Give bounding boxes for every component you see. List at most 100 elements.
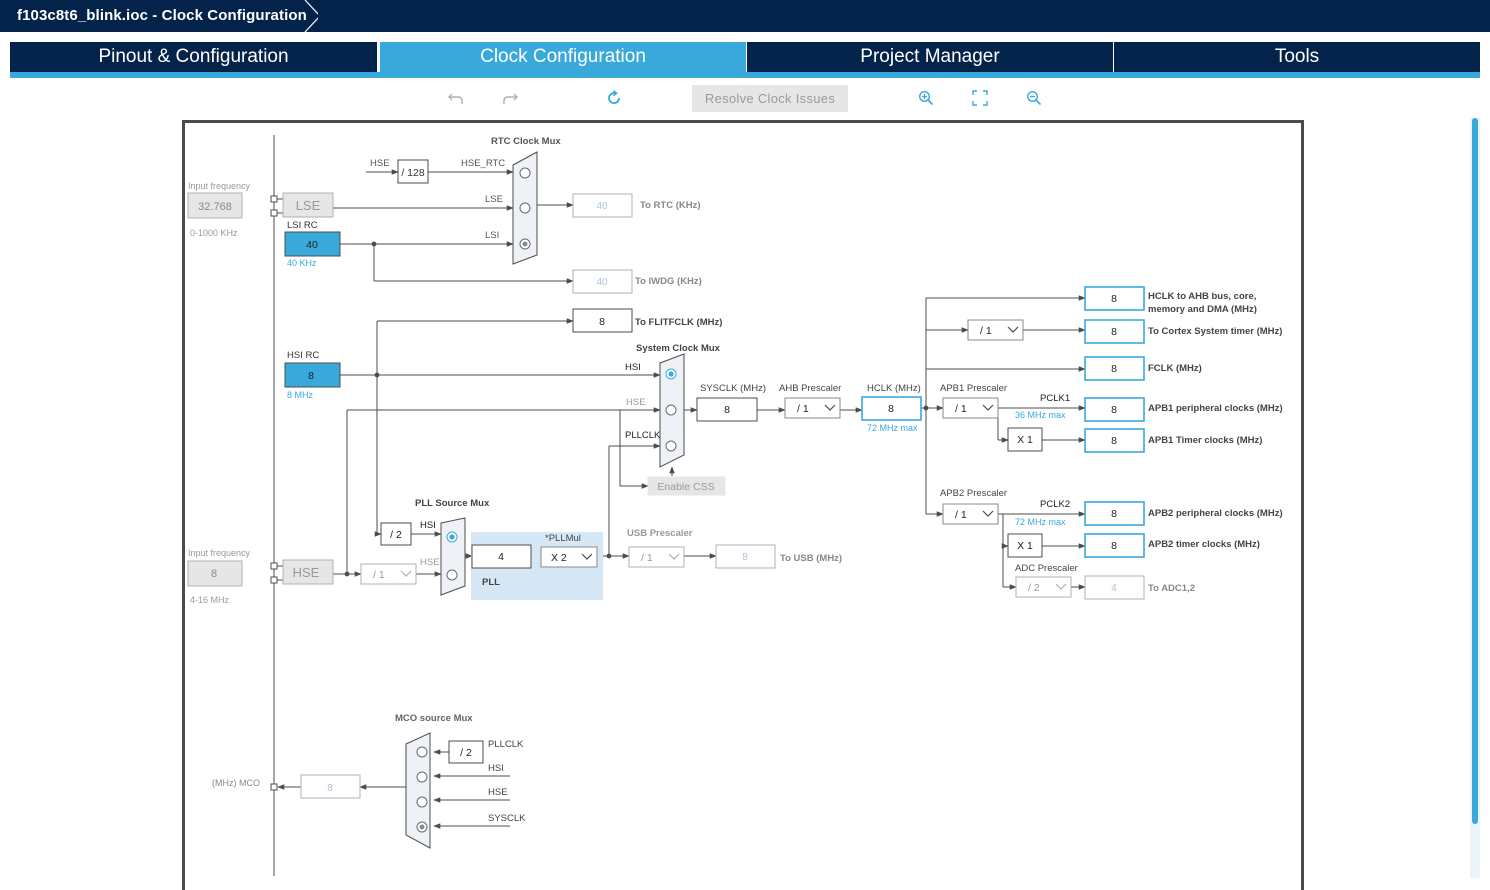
tab-project-manager[interactable]: Project Manager [747, 42, 1113, 72]
apb1-div-value[interactable]: / 1 [955, 403, 967, 415]
ahb-value[interactable]: / 1 [797, 403, 809, 415]
tab-pinout-configuration[interactable]: Pinout & Configuration [10, 42, 377, 72]
hse-box-label: HSE [293, 565, 320, 580]
chevron-down-icon [668, 553, 680, 560]
apb1-peripheral-output-box [1084, 397, 1145, 422]
pll-label: PLL [482, 577, 500, 588]
adc-div-value[interactable]: / 2 [1028, 582, 1040, 594]
usb-output-box [715, 544, 776, 569]
hse-prediv-value[interactable]: / 1 [373, 569, 385, 581]
lse-range: 0-1000 KHz [190, 228, 238, 238]
cortex-value[interactable]: 8 [1111, 326, 1117, 338]
flitfclk-output-box [572, 308, 633, 333]
cortex-timer-divider-select[interactable] [967, 319, 1024, 341]
flit-value: 8 [599, 316, 605, 328]
apb2-prescaler-select[interactable] [942, 503, 999, 525]
lse-input-value[interactable]: 32.768 [198, 201, 232, 213]
hsi-mhz: 8 MHz [287, 390, 314, 400]
pclk1-max: 36 MHz max [1015, 410, 1066, 420]
chevron-down-icon [982, 510, 994, 517]
hclk-ahb-label-1: HCLK to AHB bus, core, [1148, 291, 1256, 302]
mco-sysclk-label: SYSCLK [488, 813, 526, 824]
div128-label: / 128 [401, 167, 425, 179]
sysclk-value: 8 [724, 404, 730, 416]
tab-tools[interactable]: Tools [1114, 42, 1480, 72]
hsi-rc-label: HSI RC [287, 350, 319, 361]
redo-icon[interactable] [500, 86, 520, 110]
lse-input-frequency-box[interactable] [187, 192, 243, 219]
chevron-down-icon [824, 404, 836, 411]
ahb-title: AHB Prescaler [779, 383, 841, 394]
hse-rtc-label: HSE_RTC [461, 158, 505, 169]
usb-label: To USB (MHz) [780, 553, 842, 564]
apb1-timer-multiplier-box [1007, 427, 1043, 452]
apb1-timer-label: APB1 Timer clocks (MHz) [1148, 435, 1262, 446]
lsi-rc-box [284, 231, 341, 257]
usb-prescaler-select[interactable] [628, 546, 685, 568]
cortex-label: To Cortex System timer (MHz) [1148, 326, 1282, 337]
hse-prediv-select[interactable] [360, 563, 417, 585]
iwdg-label: To IWDG (KHz) [635, 276, 702, 287]
window-title: f103c8t6_blink.ioc - Clock Configuration [17, 7, 307, 24]
hsi-value: 8 [308, 370, 314, 382]
enable-css-label[interactable]: Enable CSS [657, 481, 714, 493]
sysclk-box[interactable] [696, 397, 758, 422]
pllmul-select[interactable] [540, 546, 598, 568]
hsi-rc-box [284, 362, 341, 388]
apb2-periph-label: APB2 peripheral clocks (MHz) [1148, 508, 1283, 519]
hclk-ahb-value[interactable]: 8 [1111, 293, 1117, 305]
scrollbar-thumb[interactable] [1472, 118, 1478, 824]
fclk-output-box [1084, 356, 1145, 381]
flit-label: To FLITFCLK (MHz) [635, 317, 722, 328]
lsi-rc-label: LSI RC [287, 220, 318, 231]
apb2-div-value[interactable]: / 1 [955, 509, 967, 521]
pllmul-value[interactable]: X 2 [551, 552, 567, 564]
sysclk-title: SYSCLK (MHz) [700, 383, 766, 394]
mco-hsi-label: HSI [488, 763, 504, 774]
hclk-value[interactable]: 8 [888, 403, 894, 415]
hsi-pll-div2-box [380, 522, 412, 546]
apb1-timer-value[interactable]: 8 [1111, 435, 1117, 447]
clock-diagram-canvas [182, 120, 1304, 890]
pll-hsi-label: HSI [420, 520, 436, 531]
mco-source-mux[interactable] [405, 732, 431, 849]
apb1-periph-label: APB1 peripheral clocks (MHz) [1148, 403, 1283, 414]
pll-source-mux[interactable] [440, 517, 466, 596]
enable-css-button[interactable] [647, 476, 726, 496]
pll-value[interactable]: 4 [498, 551, 504, 563]
apb2-periph-value[interactable]: 8 [1111, 508, 1117, 520]
ahb-prescaler-select[interactable] [784, 397, 841, 419]
fit-to-screen-icon[interactable] [970, 86, 990, 110]
cortex-div-value[interactable]: / 1 [980, 325, 992, 337]
chevron-down-icon [982, 404, 994, 411]
hclk-box[interactable] [861, 396, 922, 421]
apb1-x1-label: X 1 [1017, 434, 1033, 446]
mco-hse-label: HSE [488, 787, 508, 798]
apb1-prescaler-select[interactable] [942, 397, 999, 419]
tab-underline [10, 72, 1480, 78]
apb2-timer-multiplier-box [1007, 533, 1043, 558]
adc-prescaler-select[interactable] [1015, 576, 1072, 598]
mco-output-box [300, 774, 361, 799]
hse-input-frequency-label: Input frequency [188, 548, 251, 558]
zoom-in-icon[interactable] [916, 86, 936, 110]
chevron-down-icon [1055, 583, 1067, 590]
main-tabs: Pinout & Configuration Clock Configurati… [10, 42, 1480, 78]
apb1-periph-value[interactable]: 8 [1111, 404, 1117, 416]
fclk-value[interactable]: 8 [1111, 363, 1117, 375]
apb2-timer-value[interactable]: 8 [1111, 540, 1117, 552]
refresh-icon[interactable] [604, 86, 624, 110]
usb-div-value[interactable]: / 1 [641, 552, 653, 564]
hclk-ahb-output-box [1084, 286, 1145, 311]
resolve-clock-issues-button[interactable]: Resolve Clock Issues [692, 85, 848, 112]
zoom-out-icon[interactable] [1024, 86, 1044, 110]
pclk2-max: 72 MHz max [1015, 517, 1066, 527]
undo-icon[interactable] [446, 86, 466, 110]
rtc-output-box [572, 193, 633, 218]
hse-input-value[interactable]: 8 [211, 568, 217, 580]
tab-clock-configuration[interactable]: Clock Configuration [380, 42, 746, 72]
hclk-ahb-label-2: memory and DMA (MHz) [1148, 304, 1257, 315]
system-clock-mux-title: System Clock Mux [636, 343, 721, 354]
hse-input-frequency-box[interactable] [187, 560, 243, 587]
